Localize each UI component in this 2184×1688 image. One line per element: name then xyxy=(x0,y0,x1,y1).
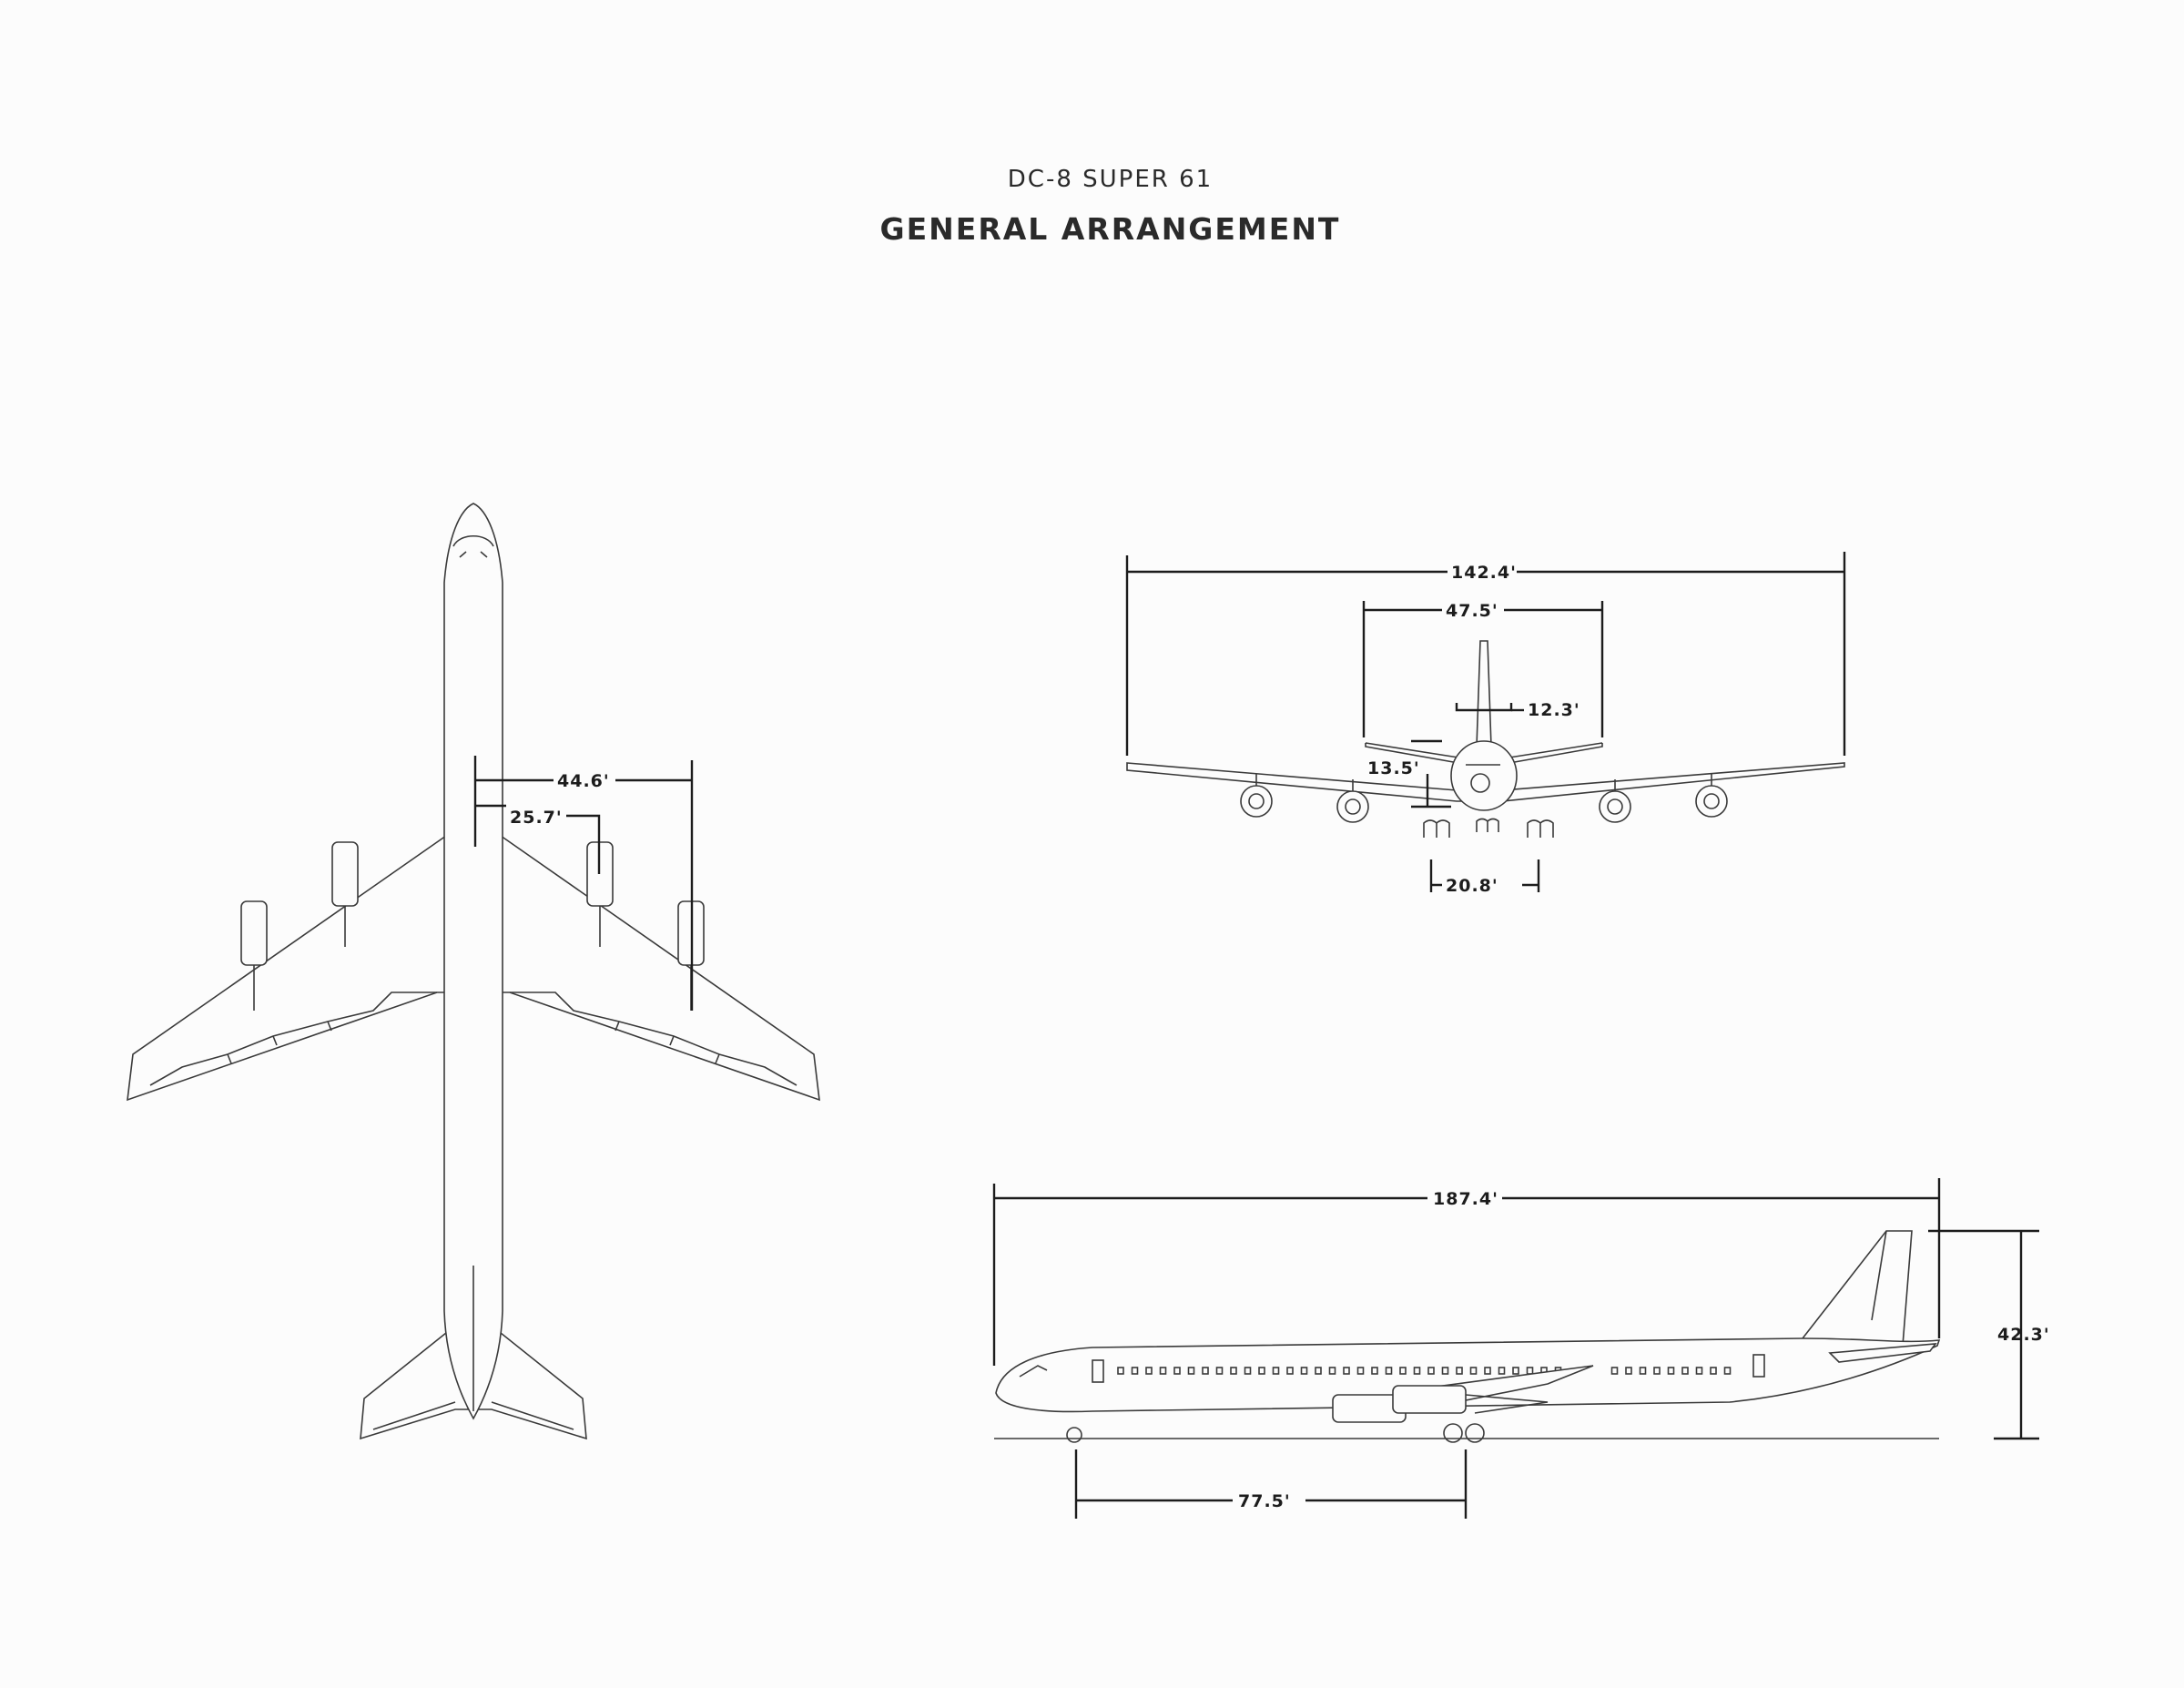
cabin-window xyxy=(1258,1367,1265,1375)
side-vertical-fin xyxy=(1801,1230,1913,1347)
side-engines xyxy=(1332,1385,1549,1423)
cabin-window xyxy=(1215,1367,1224,1375)
cabin-window xyxy=(1356,1367,1365,1375)
cabin-window xyxy=(1681,1367,1689,1375)
cabin-window xyxy=(1667,1367,1675,1375)
cabin-window xyxy=(1315,1367,1322,1375)
cabin-window xyxy=(1498,1367,1506,1375)
cabin-window xyxy=(1230,1367,1237,1375)
dim-outboard-engine: 44.6' xyxy=(557,771,610,791)
side-fuselage xyxy=(995,1337,1941,1413)
side-windows xyxy=(1117,1367,1732,1375)
side-aft-door xyxy=(1752,1354,1765,1378)
cabin-window xyxy=(1653,1367,1661,1375)
cabin-window xyxy=(1117,1367,1124,1375)
cabin-window xyxy=(1371,1367,1378,1375)
dim-fuselage-height: 13.5' xyxy=(1367,758,1420,778)
cabin-window xyxy=(1300,1367,1308,1375)
cabin-window xyxy=(1173,1367,1181,1375)
drawing-subtitle: DC-8 SUPER 61 xyxy=(1007,166,1214,193)
cabin-window xyxy=(1639,1367,1647,1375)
front-engine-3 xyxy=(1599,790,1631,823)
cabin-window xyxy=(1328,1367,1336,1375)
front-engine-1 xyxy=(1240,785,1273,818)
front-vertical-fin xyxy=(1476,640,1492,747)
cabin-window xyxy=(1484,1367,1491,1375)
cabin-window xyxy=(1427,1367,1435,1375)
cabin-window xyxy=(1244,1367,1252,1375)
dim-overall-length: 187.4' xyxy=(1433,1189,1498,1209)
side-landing-gear xyxy=(1066,1423,1485,1443)
cabin-window xyxy=(1456,1367,1463,1375)
cabin-window xyxy=(1695,1367,1703,1375)
side-dimension-lines xyxy=(992,1178,2039,1519)
dim-stabilizer-span: 47.5' xyxy=(1446,601,1498,621)
front-engine-4 xyxy=(1695,785,1728,818)
cabin-window xyxy=(1399,1367,1407,1375)
cabin-window xyxy=(1469,1367,1478,1375)
dim-inboard-engine: 25.7' xyxy=(510,808,563,828)
plan-left-wing xyxy=(127,834,447,1102)
dim-wheelbase: 77.5' xyxy=(1238,1491,1291,1511)
front-engine-2 xyxy=(1336,790,1369,823)
dim-wing-span: 142.4' xyxy=(1451,563,1517,583)
front-view: 142.4' 47.5' 12.3' 13.5' 20.8' xyxy=(1125,552,1846,896)
cabin-window xyxy=(1272,1367,1280,1375)
plan-fuselage xyxy=(443,503,503,1420)
cabin-window xyxy=(1131,1367,1139,1375)
plan-engine-left-outboard xyxy=(240,900,268,1011)
cabin-window xyxy=(1145,1367,1153,1375)
cabin-window xyxy=(1625,1367,1632,1375)
cabin-window xyxy=(1202,1367,1209,1375)
side-horizontal-stabilizer xyxy=(1828,1343,1937,1363)
cabin-window xyxy=(1286,1367,1294,1375)
dim-gear-track: 20.8' xyxy=(1446,876,1498,896)
cabin-window xyxy=(1385,1367,1393,1375)
cabin-window xyxy=(1610,1367,1619,1375)
drawing-title: GENERAL ARRANGEMENT xyxy=(879,211,1341,247)
dim-overall-height: 42.3' xyxy=(1997,1325,2050,1345)
front-horizontal-stabilizer xyxy=(1365,742,1603,764)
cabin-window xyxy=(1187,1367,1195,1375)
front-fuselage xyxy=(1450,740,1518,811)
plan-dimension-lines xyxy=(473,756,694,1011)
front-landing-gear xyxy=(1423,818,1554,838)
dim-fin-height: 12.3' xyxy=(1528,700,1580,720)
front-dimension-lines xyxy=(1125,552,1846,892)
cabin-window xyxy=(1723,1367,1732,1375)
side-forward-door xyxy=(1092,1359,1104,1383)
side-view: 187.4' 42.3' 77.5' xyxy=(992,1178,2050,1519)
plan-engine-left-inboard xyxy=(331,841,359,947)
cabin-window xyxy=(1159,1367,1167,1375)
cabin-window xyxy=(1343,1367,1350,1375)
cabin-window xyxy=(1413,1367,1421,1375)
plan-view: 44.6' 25.7' xyxy=(127,503,820,1440)
cabin-window xyxy=(1441,1367,1449,1375)
cabin-window xyxy=(1512,1367,1519,1375)
plan-right-wing xyxy=(500,834,820,1102)
cabin-window xyxy=(1710,1367,1717,1375)
